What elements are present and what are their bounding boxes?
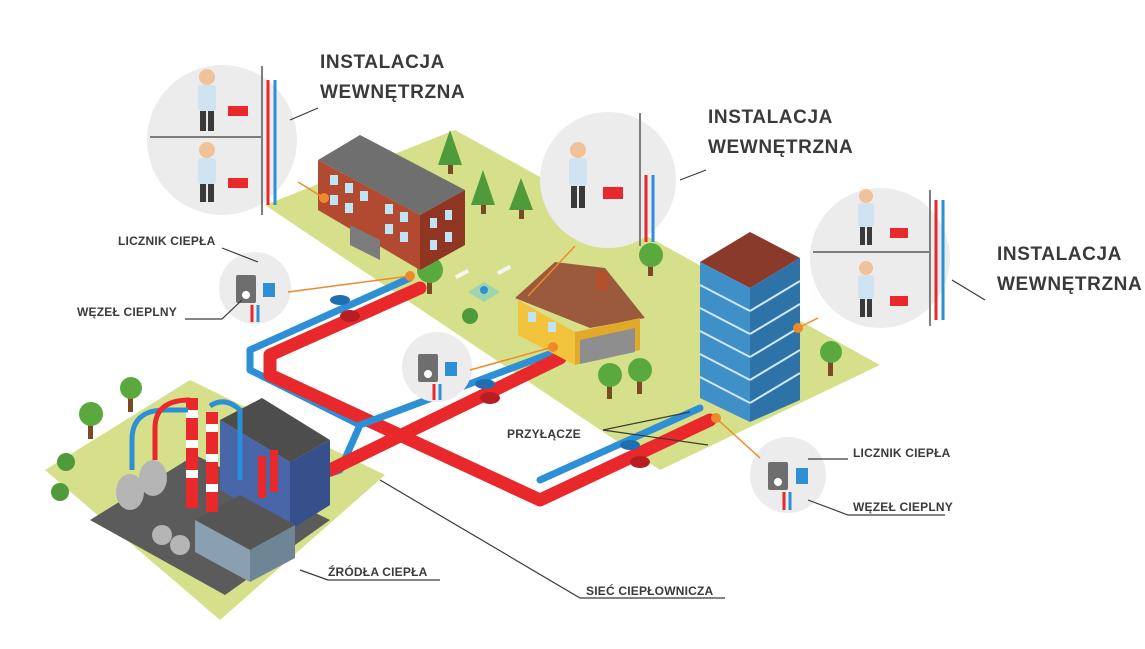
person-icon — [198, 142, 216, 202]
pipe-arrow — [330, 295, 350, 305]
tree — [79, 402, 103, 439]
brick-windows — [330, 175, 452, 250]
power-plant — [116, 397, 330, 582]
chimney-small — [258, 456, 266, 498]
return-pipe-tower — [536, 404, 704, 484]
label-wezel-cieplny-left: WĘZEŁ CIEPLNY — [77, 305, 177, 319]
callout-circles — [147, 65, 950, 513]
radiator — [890, 296, 908, 306]
label-wezel-cieplny-right: WĘZEŁ CIEPLNY — [853, 500, 953, 514]
tree — [509, 178, 533, 219]
label-line: INSTALACJA — [997, 244, 1122, 265]
tanks — [116, 460, 190, 555]
chimneys — [186, 398, 278, 512]
heat-exchanger — [768, 462, 788, 490]
tree — [628, 358, 652, 394]
label-instalacja-1: INSTALACJA WEWNĘTRZNA — [320, 48, 465, 108]
brick-entrance — [350, 225, 380, 260]
plant-pipes — [129, 407, 188, 470]
label-line: INSTALACJA — [708, 107, 833, 128]
callout-lines — [287, 181, 819, 459]
radiator — [228, 178, 248, 188]
radiator — [228, 106, 248, 116]
substation-circle-mid — [402, 332, 472, 402]
bush — [462, 308, 478, 324]
glass-tower — [699, 232, 803, 423]
supply-pipe-branch — [323, 351, 567, 477]
label-licznik-ciepla-right: LICZNIK CIEPŁA — [853, 446, 951, 460]
park-decor — [454, 264, 512, 302]
plant-main-wall-right — [290, 440, 330, 530]
chimney-tall — [186, 398, 198, 508]
tree — [598, 363, 622, 399]
radiator — [603, 187, 623, 199]
house-roof — [515, 262, 645, 328]
plant-main-roof — [220, 398, 330, 462]
brick-wall-left — [318, 160, 420, 270]
bench — [454, 268, 470, 280]
plant-annex-wall-right — [250, 525, 295, 582]
tree — [471, 170, 495, 214]
leader-lines — [185, 107, 986, 599]
yellow-house — [515, 262, 645, 365]
label-przylacze: PRZYŁĄCZE — [507, 427, 581, 441]
plant-pipes — [208, 399, 243, 480]
tower-roof — [700, 232, 800, 288]
pipe-arrow — [630, 456, 650, 468]
chimney — [596, 272, 608, 290]
brick-roof — [318, 135, 465, 215]
brick-building — [318, 135, 465, 281]
tree — [639, 243, 663, 276]
label-line: WEWNĘTRZNA — [320, 82, 466, 103]
tree — [820, 341, 842, 376]
person-icon — [858, 189, 874, 245]
label-instalacja-3: INSTALACJA WEWNĘTRZNA — [997, 240, 1142, 300]
heat-exchanger — [418, 354, 438, 382]
bush — [51, 483, 69, 501]
plant-annex-roof — [195, 495, 295, 550]
bush — [57, 453, 75, 471]
label-line: INSTALACJA — [320, 52, 445, 73]
pipe-arrow — [340, 310, 360, 322]
substation-circle-left — [219, 252, 291, 324]
pipe-arrows — [330, 295, 650, 468]
substation-circle-right — [750, 437, 826, 513]
label-licznik-ciepla-left: LICZNIK CIEPŁA — [118, 234, 216, 248]
bench — [496, 264, 512, 276]
tower-wall-left — [700, 262, 750, 422]
tower-floor-lines — [699, 280, 801, 404]
installation-circle-1 — [147, 65, 297, 215]
tree — [120, 377, 142, 412]
pipe-arrow — [475, 379, 495, 389]
heat-exchanger — [236, 275, 256, 303]
person-icon — [198, 69, 216, 131]
label-siec-cieplownicza: SIEĆ CIEPŁOWNICZA — [586, 584, 714, 598]
plant-annex-wall-left — [195, 520, 250, 582]
installation-circle-2 — [540, 112, 676, 248]
radiator — [890, 228, 908, 238]
heat-meter — [796, 468, 808, 484]
person-icon — [858, 261, 874, 317]
person-icon — [569, 142, 587, 208]
plant-pipes — [152, 397, 191, 460]
label-instalacja-2: INSTALACJA WEWNĘTRZNA — [708, 103, 853, 163]
label-line: WEWNĘTRZNA — [997, 274, 1143, 295]
supply-pipe-main — [263, 281, 717, 507]
house-garage — [580, 328, 635, 364]
heat-meter — [263, 283, 275, 297]
pipe-arrow — [480, 392, 500, 404]
chimney-small — [270, 450, 278, 492]
tree — [438, 130, 462, 174]
label-zrodla-ciepla: ŹRÓDŁA CIEPŁA — [328, 565, 428, 579]
pipe-arrow — [620, 440, 640, 450]
heat-meter — [445, 362, 457, 376]
installation-circle-3 — [810, 188, 950, 328]
label-line: WEWNĘTRZNA — [708, 137, 854, 158]
